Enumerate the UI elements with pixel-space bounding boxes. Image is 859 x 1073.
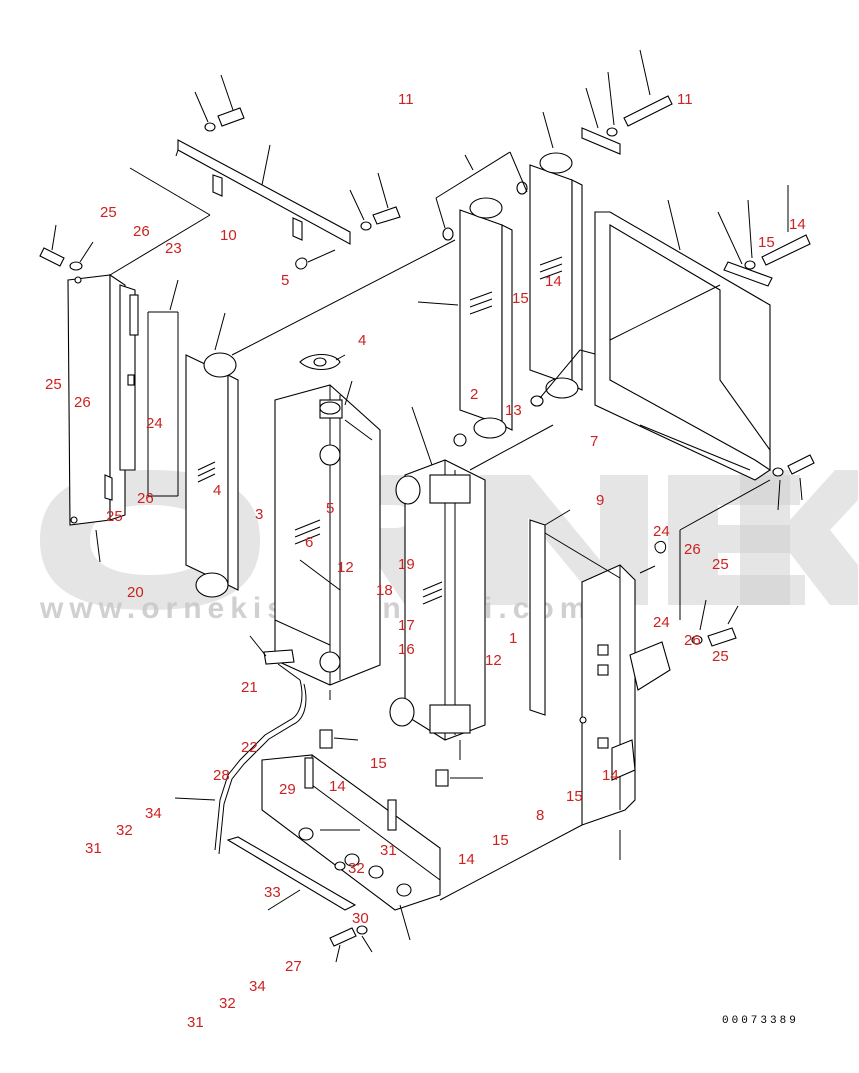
callout-8: 8 [536,807,544,824]
callout-1: 1 [509,630,517,647]
callout-26: 26 [133,223,150,240]
document-number: 00073389 [722,1015,799,1027]
callout-11: 11 [677,91,693,108]
callout-labels: 11 11 25 26 23 10 14 15 5 15 14 4 25 26 … [45,91,806,1031]
callout-11: 11 [398,91,414,108]
callout-23: 23 [165,240,182,257]
radiator-main [249,353,381,700]
callout-25: 25 [712,648,729,665]
callout-4: 4 [358,332,366,349]
callout-16: 16 [398,641,415,658]
callout-28: 28 [213,767,230,784]
left-cover [39,224,179,563]
callout-14: 14 [545,273,562,290]
oil-cooler-left [185,239,456,598]
callout-34: 34 [249,978,266,995]
callout-6: 6 [305,534,313,551]
callout-25: 25 [45,376,62,393]
callout-10: 10 [220,227,237,244]
callout-15: 15 [512,290,529,307]
callout-5: 5 [326,500,334,517]
callout-33: 33 [264,884,281,901]
callout-24: 24 [146,415,163,432]
callout-25: 25 [712,556,729,573]
upper-bracket [109,74,401,276]
callout-13: 13 [505,402,522,419]
bottom-frame [226,754,583,963]
callout-24: 24 [653,614,670,631]
callout-7: 7 [590,433,598,450]
callout-30: 30 [352,910,369,927]
drain-hose [174,679,307,855]
callout-15: 15 [492,832,509,849]
fan-shroud [594,185,815,620]
callout-31: 31 [380,842,397,859]
aftercooler [319,406,486,787]
callout-15: 15 [566,788,583,805]
callout-20: 20 [127,584,144,601]
callout-14: 14 [458,851,475,868]
callout-4: 4 [213,482,221,499]
callout-14: 14 [789,216,806,233]
callout-21: 21 [241,679,258,696]
callout-26: 26 [74,394,91,411]
hydraulic-cooler [417,151,554,471]
side-panel [529,509,739,860]
callout-27: 27 [285,958,302,975]
callout-25: 25 [106,508,123,525]
callout-32: 32 [116,822,133,839]
callout-26: 26 [684,541,701,558]
callout-9: 9 [596,492,604,509]
callout-2: 2 [470,386,478,403]
callout-19: 19 [398,556,415,573]
callout-22: 22 [241,739,258,756]
callout-31: 31 [85,840,102,857]
callout-17: 17 [398,617,415,634]
callout-5: 5 [281,272,289,289]
callout-24: 24 [653,523,670,540]
callout-12: 12 [337,559,354,576]
callout-18: 18 [376,582,393,599]
callout-29: 29 [279,781,296,798]
callout-14: 14 [329,778,346,795]
callout-15: 15 [758,234,775,251]
callout-14: 14 [602,767,619,784]
callout-25: 25 [100,204,117,221]
callout-26: 26 [137,490,154,507]
callout-31: 31 [187,1014,204,1031]
fuel-cooler [529,49,673,407]
callout-32: 32 [219,995,236,1012]
callout-3: 3 [255,506,263,523]
callout-32: 32 [348,860,365,877]
callout-12: 12 [485,652,502,669]
callout-26: 26 [684,632,701,649]
callout-15: 15 [370,755,387,772]
callout-34: 34 [145,805,162,822]
